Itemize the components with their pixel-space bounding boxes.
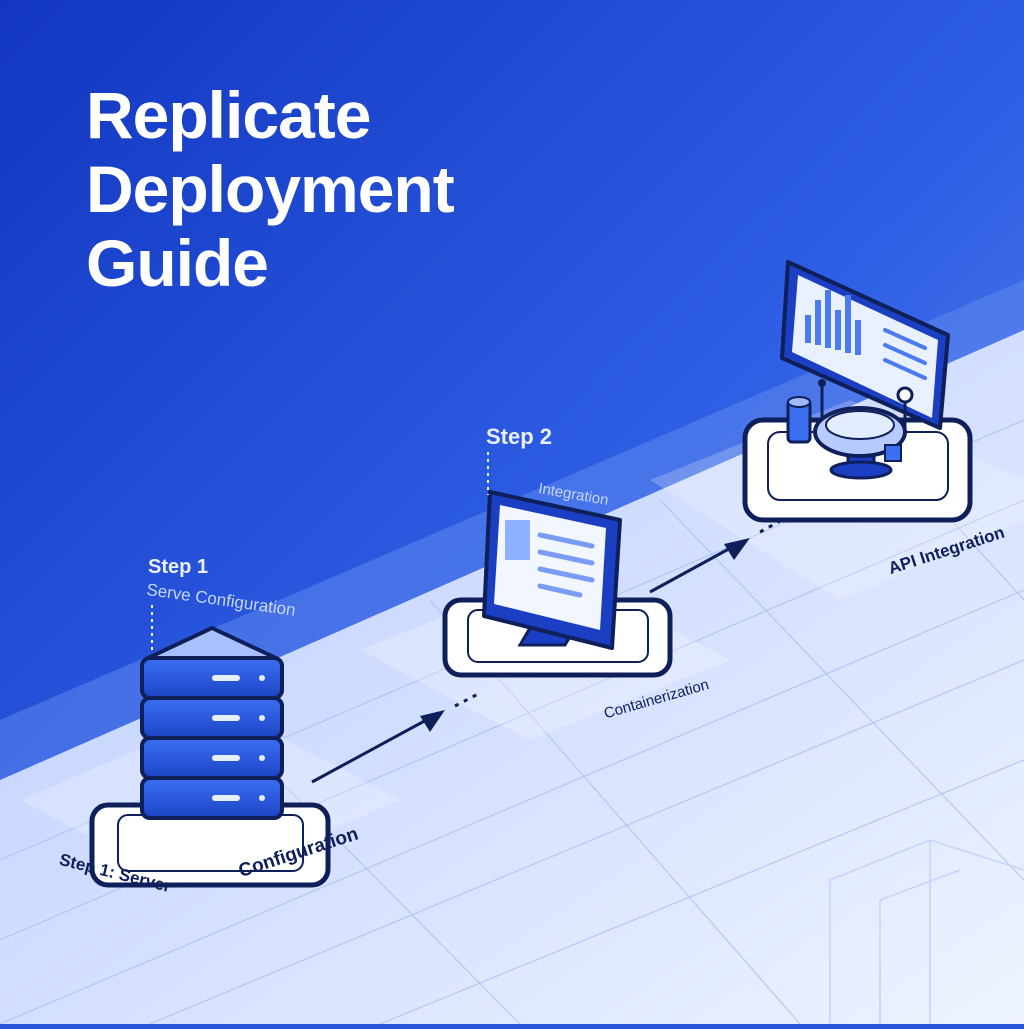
connector-arrow-1 <box>311 692 479 784</box>
step2-heading: Step 2 <box>486 424 553 449</box>
connector-arrow-2 <box>649 518 783 594</box>
label-leaders <box>151 452 489 650</box>
title-line-3: Guide <box>86 226 269 300</box>
server-rack-icon <box>89 626 331 888</box>
title-line-1: Replicate <box>86 78 371 152</box>
desktop-monitor-icon <box>442 490 673 678</box>
dashboard-robot-icon <box>742 260 973 523</box>
corner-cubes <box>829 839 1024 1024</box>
title-line-2: Deployment <box>86 152 455 226</box>
step1-heading: Step 1 <box>148 556 209 578</box>
page-title: Replicate Deployment Guide <box>86 78 455 300</box>
